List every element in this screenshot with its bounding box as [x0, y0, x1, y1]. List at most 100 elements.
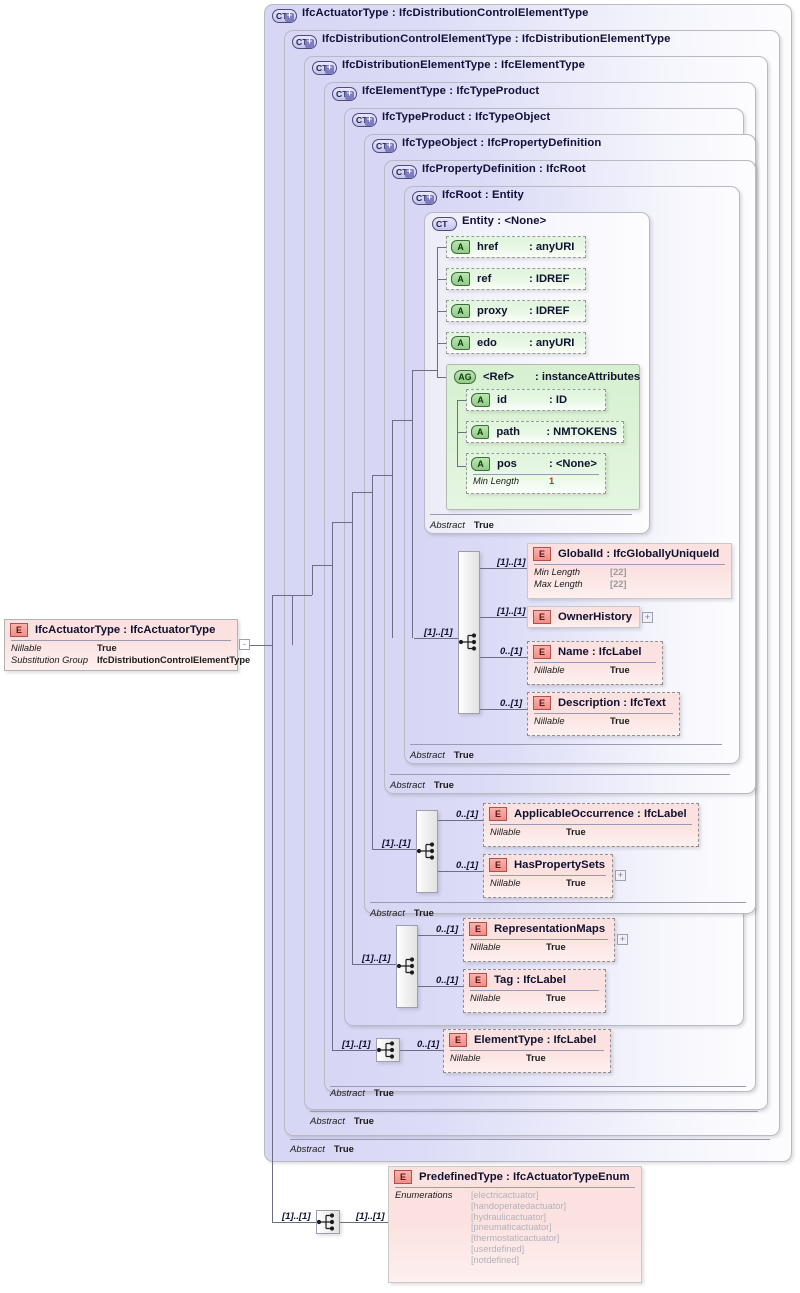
attribute-id[interactable]: A id : ID	[466, 389, 606, 411]
connector	[457, 466, 466, 467]
enum-value: [userdefined]	[471, 1243, 525, 1254]
enum-value: [pneumaticactuator]	[471, 1222, 552, 1233]
complextype-badge-icon: CT	[312, 61, 337, 75]
attribute-href[interactable]: A href : anyURI	[446, 236, 586, 258]
element-Description[interactable]: E Description : IfcText Nillable True	[527, 692, 680, 736]
sequence-compositor-icon	[458, 633, 477, 651]
connector	[352, 964, 396, 965]
element-ApplicableOccurrence[interactable]: E ApplicableOccurrence : IfcLabel Nillab…	[483, 803, 699, 847]
element-badge-icon: E	[469, 922, 487, 936]
facet-min-length: Min Length 1	[473, 476, 555, 486]
connector	[292, 595, 312, 596]
enum-value: [handoperatedactuator]	[471, 1200, 567, 1211]
facet-nillable: Nillable True	[490, 827, 586, 837]
attribute-label: id	[497, 394, 507, 406]
element-PredefinedType[interactable]: E PredefinedType : IfcActuatorTypeEnum E…	[388, 1166, 642, 1283]
connector	[437, 343, 446, 344]
attribute-label: pos	[497, 458, 517, 470]
facet-nillable: Nillable True	[450, 1053, 546, 1063]
connector	[352, 492, 353, 522]
cardinality-in-ifcelementtype: [1]..[1]	[342, 1039, 371, 1050]
expand-HasPropertySets-button[interactable]: +	[615, 870, 626, 881]
divider	[473, 474, 599, 475]
divider	[470, 990, 599, 991]
attribute-group-type: : instanceAttributes	[535, 371, 641, 383]
connector	[292, 595, 293, 645]
complextype-badge-icon: CT	[392, 165, 417, 179]
expand-RepresentationMaps-button[interactable]: +	[617, 934, 628, 945]
element-badge-icon: E	[489, 807, 507, 821]
attribute-proxy[interactable]: A proxy : IDREF	[446, 300, 586, 322]
attribute-type: : IDREF	[529, 305, 570, 317]
element-Name[interactable]: E Name : IfcLabel Nillable True	[527, 641, 663, 685]
divider	[370, 902, 746, 903]
connector	[352, 522, 353, 964]
attribute-pos[interactable]: A pos : <None> Min Length 1	[466, 453, 606, 494]
collapse-root-button[interactable]: -	[239, 639, 250, 650]
connector	[312, 565, 332, 566]
connector	[457, 432, 466, 433]
attribute-path[interactable]: A path : NMTOKENS	[466, 421, 624, 443]
element-title: Name : IfcLabel	[558, 646, 642, 658]
divider	[310, 1111, 758, 1112]
element-title: PredefinedType : IfcActuatorTypeEnum	[419, 1171, 630, 1183]
cardinality-OwnerHistory: [1]..[1]	[497, 606, 526, 617]
facet-nillable: Nillable True	[470, 993, 566, 1003]
attribute-badge-icon: A	[471, 393, 490, 407]
complextype-badge-icon: CT	[352, 113, 377, 127]
connector	[332, 522, 333, 565]
attribute-label: proxy	[477, 305, 508, 317]
connector	[437, 377, 446, 378]
element-title: Tag : IfcLabel	[494, 974, 566, 986]
expand-OwnerHistory-button[interactable]: +	[642, 612, 653, 623]
divider	[470, 939, 608, 940]
connector	[392, 420, 393, 475]
connector	[332, 522, 352, 523]
cardinality-ElementType: 0..[1]	[417, 1039, 440, 1050]
element-RepresentationMaps[interactable]: E RepresentationMaps Nillable True	[463, 918, 615, 962]
cardinality-in-ifcroot: [1]..[1]	[424, 627, 453, 638]
root-element-IfcActuatorType[interactable]: E IfcActuatorType : IfcActuatorType Nill…	[4, 619, 250, 671]
facet-nillable: Nillable True	[534, 665, 630, 675]
connector	[412, 370, 437, 371]
element-HasPropertySets[interactable]: E HasPropertySets Nillable True	[483, 854, 613, 898]
attribute-label: href	[477, 241, 499, 253]
divider	[390, 774, 730, 775]
connector	[250, 645, 272, 646]
connector	[392, 475, 393, 638]
attribute-ref[interactable]: A ref : IDREF	[446, 268, 586, 290]
element-GlobalId[interactable]: E GlobalId : IfcGloballyUniqueId Min Len…	[527, 543, 732, 599]
element-OwnerHistory[interactable]: E OwnerHistory	[527, 606, 640, 628]
connector	[272, 1222, 316, 1223]
facet-enumerations: Enumerations [electricactuator] [handope…	[395, 1190, 567, 1265]
attribute-type: : anyURI	[529, 337, 575, 349]
sequence-bar-ifcroot[interactable]	[458, 551, 480, 714]
connector	[332, 565, 333, 1050]
attribute-type: : NMTOKENS	[546, 426, 617, 438]
connector	[412, 370, 413, 420]
connector	[372, 492, 373, 849]
complextype-badge-icon: CT	[332, 87, 357, 101]
element-ElementType[interactable]: E ElementType : IfcLabel Nillable True	[443, 1029, 611, 1073]
element-title: HasPropertySets	[514, 859, 606, 871]
connector	[457, 400, 458, 467]
facet-max-length: Max Length [22]	[534, 578, 627, 589]
element-title: ApplicableOccurrence : IfcLabel	[514, 808, 687, 820]
element-badge-icon: E	[533, 645, 551, 659]
cardinality-ApplicableOccurrence: 0..[1]	[456, 809, 479, 820]
element-Tag[interactable]: E Tag : IfcLabel Nillable True	[463, 969, 606, 1013]
attribute-label: edo	[477, 337, 497, 349]
connector	[438, 871, 483, 872]
divider	[395, 1187, 635, 1188]
enum-value: [electricactuator]	[471, 1190, 539, 1200]
divider	[430, 514, 632, 515]
sequence-compositor-icon	[316, 1213, 335, 1231]
connector	[437, 247, 446, 248]
attribute-edo[interactable]: A edo : anyURI	[446, 332, 586, 354]
